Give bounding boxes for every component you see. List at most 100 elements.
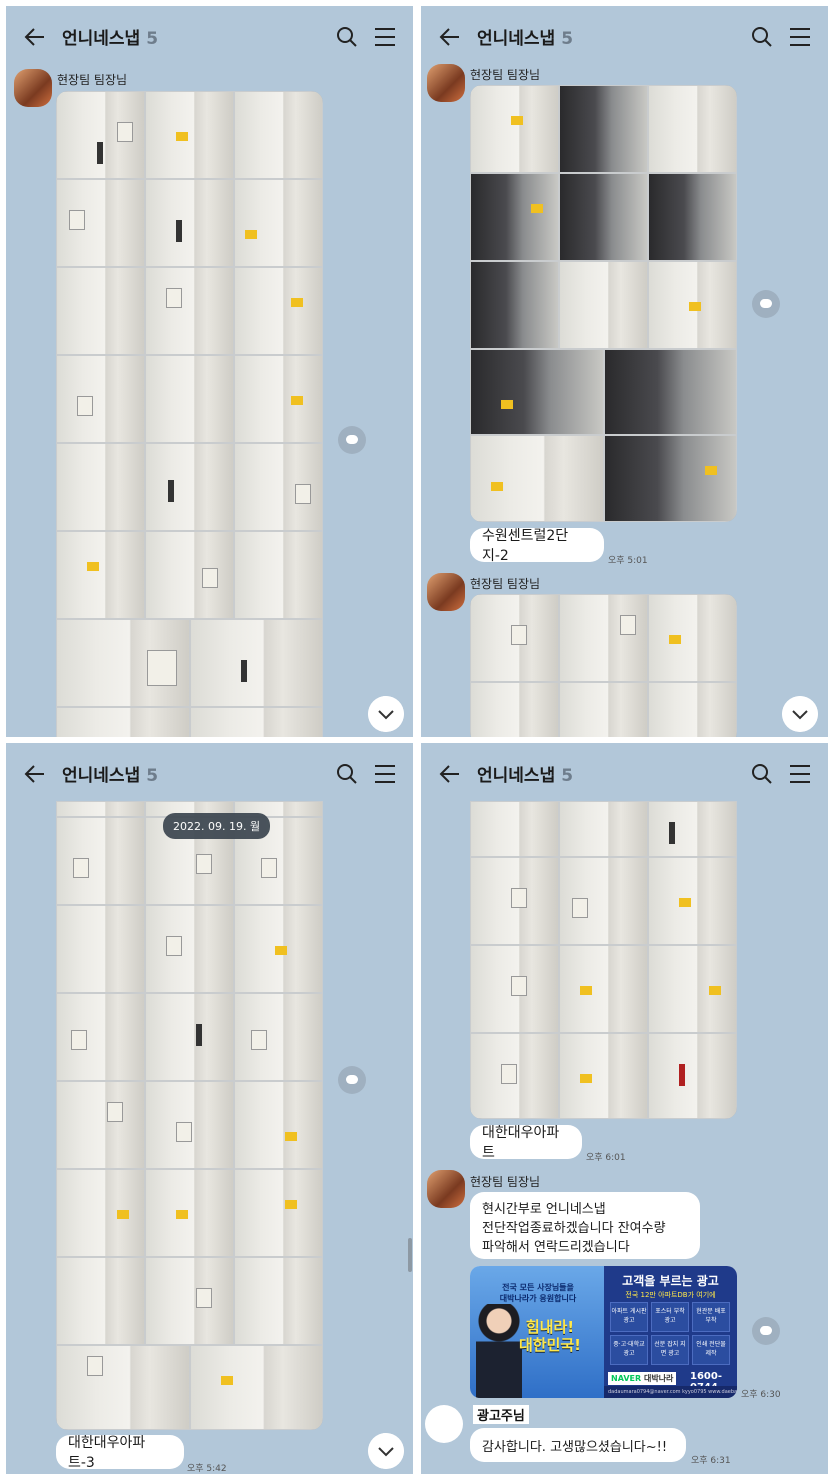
back-arrow-icon[interactable] bbox=[24, 763, 46, 785]
photo-thumbnail[interactable] bbox=[234, 443, 323, 531]
photo-thumbnail[interactable] bbox=[145, 905, 234, 993]
photo-thumbnail[interactable] bbox=[56, 993, 145, 1081]
photo-thumbnail[interactable] bbox=[470, 349, 604, 435]
photo-thumbnail[interactable] bbox=[604, 349, 737, 435]
scroll-down-icon[interactable] bbox=[782, 696, 818, 732]
photo-thumbnail[interactable] bbox=[56, 905, 145, 993]
photo-thumbnail[interactable] bbox=[56, 1345, 190, 1430]
photo-thumbnail[interactable] bbox=[145, 443, 234, 531]
photo-thumbnail[interactable] bbox=[470, 801, 559, 857]
photo-thumbnail[interactable] bbox=[56, 619, 190, 707]
photo-thumbnail[interactable] bbox=[648, 1033, 737, 1119]
photo-thumbnail[interactable] bbox=[648, 261, 737, 349]
menu-icon[interactable] bbox=[374, 27, 396, 47]
photo-thumbnail[interactable] bbox=[234, 531, 323, 619]
photo-thumbnail[interactable] bbox=[470, 85, 559, 173]
photo-thumbnail[interactable] bbox=[470, 435, 604, 522]
photo-thumbnail[interactable] bbox=[234, 1169, 323, 1257]
photo-thumbnail[interactable] bbox=[559, 1033, 648, 1119]
back-arrow-icon[interactable] bbox=[439, 763, 461, 785]
photo-thumbnail[interactable] bbox=[56, 817, 145, 905]
photo-thumbnail[interactable] bbox=[559, 801, 648, 857]
search-icon[interactable] bbox=[336, 763, 358, 785]
photo-thumbnail[interactable] bbox=[56, 267, 145, 355]
photo-thumbnail[interactable] bbox=[145, 355, 234, 443]
photo-thumbnail[interactable] bbox=[145, 1169, 234, 1257]
photo-thumbnail[interactable] bbox=[56, 531, 145, 619]
photo-thumbnail[interactable] bbox=[559, 261, 648, 349]
avatar[interactable] bbox=[425, 1405, 463, 1443]
photo-thumbnail[interactable] bbox=[234, 1257, 323, 1345]
search-icon[interactable] bbox=[751, 26, 773, 48]
photo-thumbnail[interactable] bbox=[470, 682, 559, 737]
photo-thumbnail[interactable] bbox=[145, 1081, 234, 1169]
photo-grid[interactable] bbox=[470, 801, 737, 1119]
scroll-down-icon[interactable] bbox=[368, 696, 404, 732]
photo-thumbnail[interactable] bbox=[648, 682, 737, 737]
photo-thumbnail[interactable] bbox=[234, 91, 323, 179]
photo-thumbnail[interactable] bbox=[56, 1169, 145, 1257]
photo-thumbnail[interactable] bbox=[56, 1257, 145, 1345]
photo-thumbnail[interactable] bbox=[145, 993, 234, 1081]
photo-thumbnail[interactable] bbox=[648, 801, 737, 857]
photo-thumbnail[interactable] bbox=[559, 682, 648, 737]
menu-icon[interactable] bbox=[789, 27, 811, 47]
photo-thumbnail[interactable] bbox=[559, 85, 648, 173]
photo-thumbnail[interactable] bbox=[470, 857, 559, 945]
photo-thumbnail[interactable] bbox=[56, 707, 190, 737]
photo-thumbnail[interactable] bbox=[190, 707, 323, 737]
photo-thumbnail[interactable] bbox=[190, 1345, 323, 1430]
share-icon[interactable] bbox=[338, 426, 366, 454]
photo-thumbnail[interactable] bbox=[145, 1257, 234, 1345]
message-bubble[interactable]: 감사합니다. 고생많으셨습니다~!! bbox=[470, 1428, 686, 1462]
scrollbar-thumb[interactable] bbox=[408, 1238, 412, 1272]
message-bubble[interactable]: 대한대우아파트-3 bbox=[56, 1435, 184, 1471]
photo-thumbnail[interactable] bbox=[234, 267, 323, 355]
photo-thumbnail[interactable] bbox=[56, 91, 145, 179]
photo-thumbnail[interactable] bbox=[56, 801, 145, 817]
scroll-down-icon[interactable] bbox=[368, 1433, 404, 1469]
search-icon[interactable] bbox=[336, 26, 358, 48]
message-bubble[interactable]: 현시간부로 언니네스냅 전단작업종료하겠습니다 잔여수량 파악해서 연락드리겠습… bbox=[470, 1192, 700, 1259]
avatar[interactable] bbox=[427, 1170, 465, 1208]
share-icon[interactable] bbox=[338, 1066, 366, 1094]
photo-thumbnail[interactable] bbox=[234, 905, 323, 993]
share-icon[interactable] bbox=[752, 290, 780, 318]
photo-thumbnail[interactable] bbox=[234, 993, 323, 1081]
photo-thumbnail[interactable] bbox=[559, 594, 648, 682]
photo-thumbnail[interactable] bbox=[234, 179, 323, 267]
photo-thumbnail[interactable] bbox=[56, 355, 145, 443]
photo-thumbnail[interactable] bbox=[470, 594, 559, 682]
photo-thumbnail[interactable] bbox=[56, 443, 145, 531]
photo-thumbnail[interactable] bbox=[470, 261, 559, 349]
photo-grid[interactable] bbox=[56, 91, 323, 737]
photo-thumbnail[interactable] bbox=[56, 179, 145, 267]
photo-thumbnail[interactable] bbox=[604, 435, 737, 522]
photo-thumbnail[interactable] bbox=[648, 594, 737, 682]
photo-thumbnail[interactable] bbox=[559, 173, 648, 261]
photo-thumbnail[interactable] bbox=[470, 945, 559, 1033]
back-arrow-icon[interactable] bbox=[439, 26, 461, 48]
menu-icon[interactable] bbox=[374, 764, 396, 784]
photo-thumbnail[interactable] bbox=[190, 619, 323, 707]
photo-thumbnail[interactable] bbox=[648, 173, 737, 261]
photo-grid[interactable] bbox=[470, 85, 737, 522]
photo-thumbnail[interactable] bbox=[145, 179, 234, 267]
photo-thumbnail[interactable] bbox=[56, 1081, 145, 1169]
search-icon[interactable] bbox=[751, 763, 773, 785]
photo-thumbnail[interactable] bbox=[145, 817, 234, 905]
photo-thumbnail[interactable] bbox=[648, 857, 737, 945]
photo-thumbnail[interactable] bbox=[470, 173, 559, 261]
photo-grid[interactable] bbox=[56, 801, 323, 1430]
message-bubble[interactable]: 대한대우아파트 bbox=[470, 1125, 582, 1161]
photo-thumbnail[interactable] bbox=[559, 857, 648, 945]
photo-thumbnail[interactable] bbox=[559, 945, 648, 1033]
photo-thumbnail[interactable] bbox=[234, 355, 323, 443]
message-bubble[interactable]: 수원센트럴2단지-2 bbox=[470, 528, 604, 564]
photo-thumbnail[interactable] bbox=[145, 531, 234, 619]
photo-grid[interactable] bbox=[470, 594, 737, 737]
photo-thumbnail[interactable] bbox=[145, 267, 234, 355]
photo-thumbnail[interactable] bbox=[648, 85, 737, 173]
avatar[interactable] bbox=[14, 69, 52, 107]
